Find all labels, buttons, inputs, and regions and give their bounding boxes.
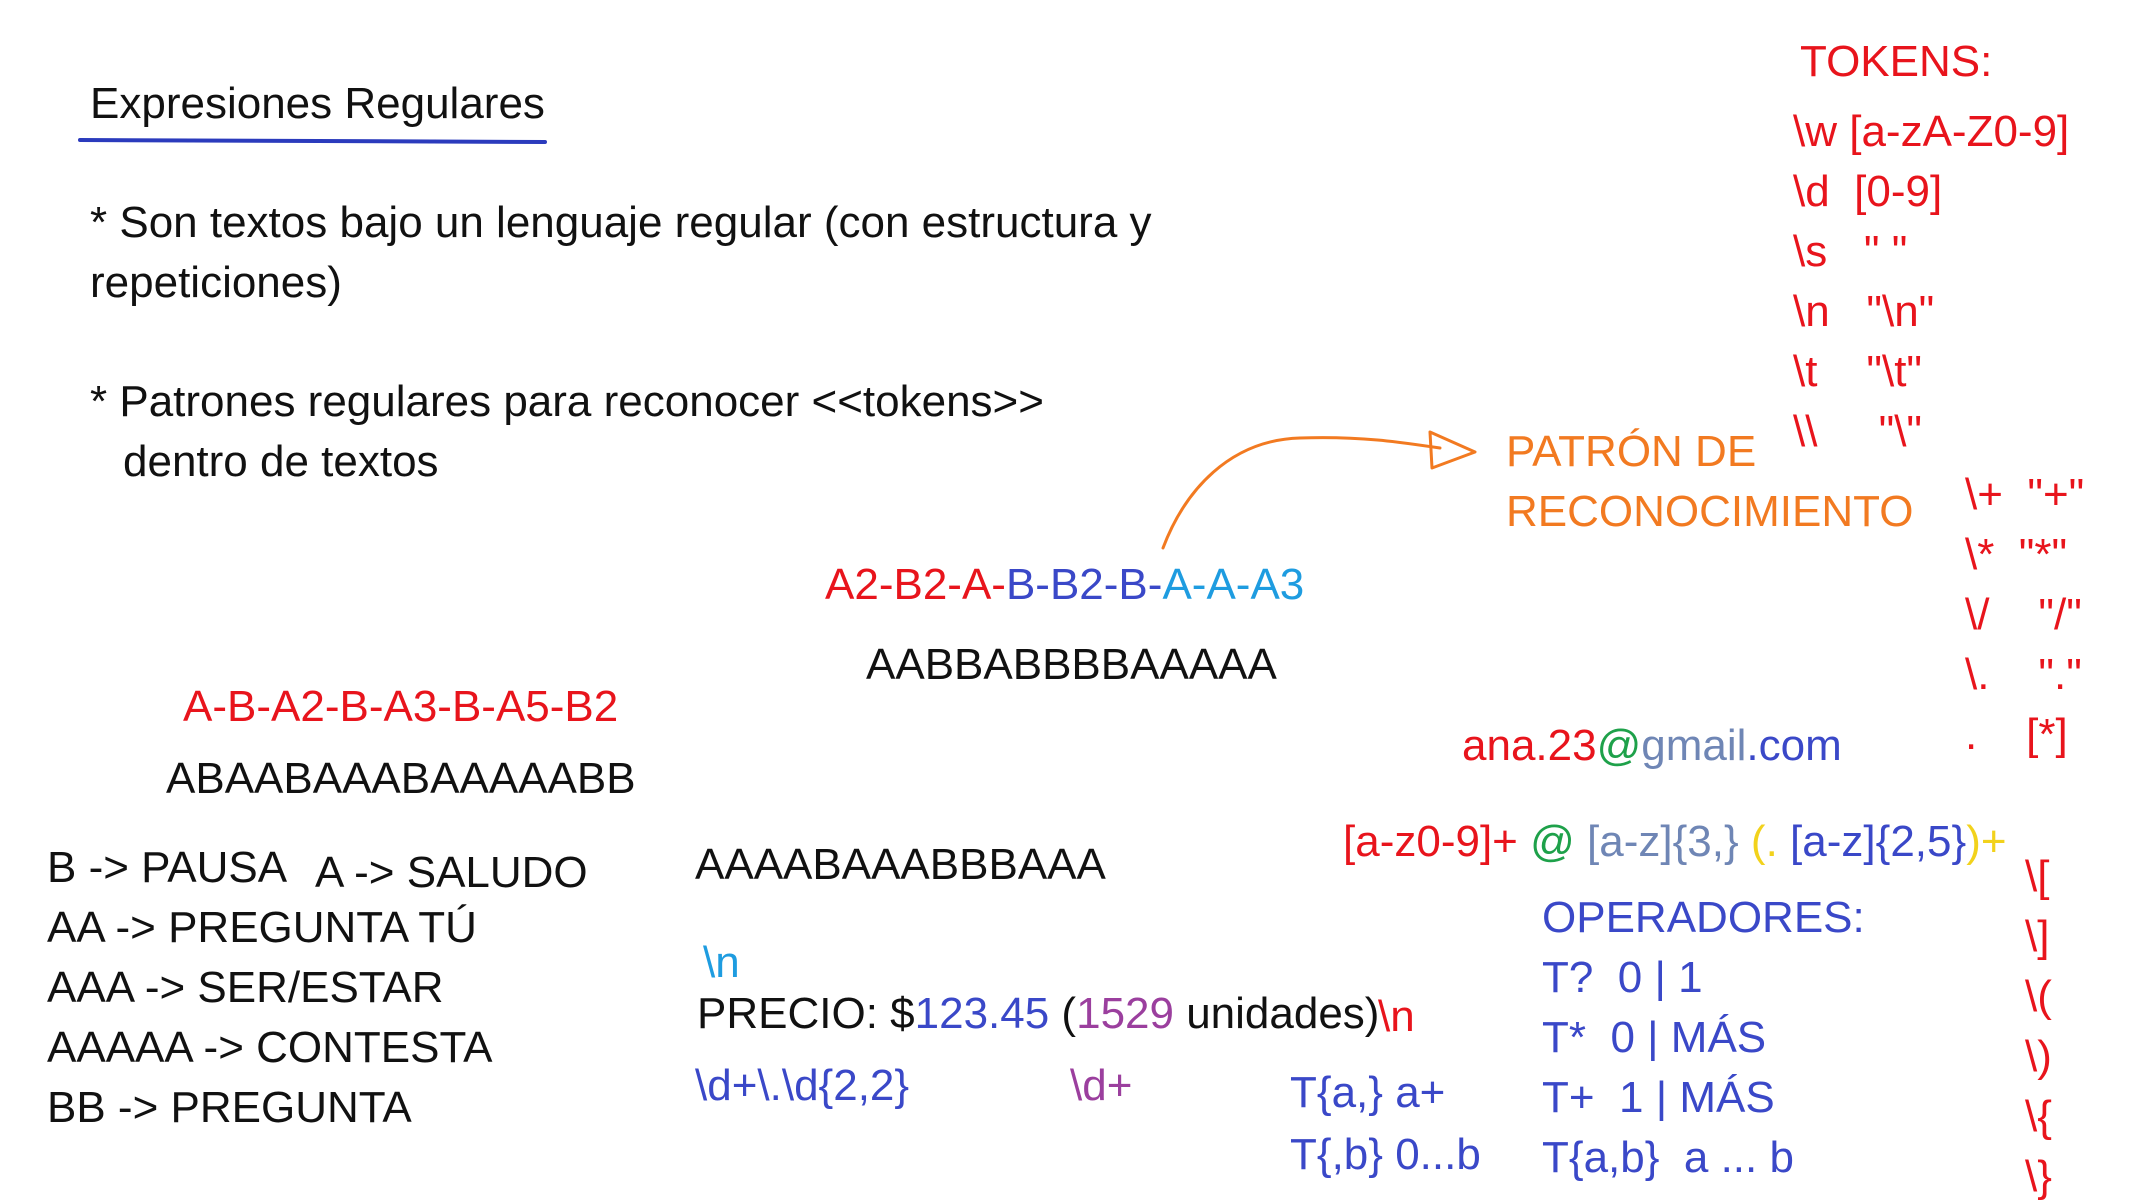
bullet-2-line-2: dentro de textos: [123, 437, 439, 486]
email-regex-close: )+: [1966, 817, 2007, 866]
email-regex: [a-z0-9]+ @ [a-z]{3,} (. [a-z]{2,5})+: [1343, 820, 2007, 864]
email-example: ana.23@gmail.com: [1462, 724, 1842, 768]
escape-close-bracket: \]: [2025, 912, 2050, 961]
sequence-center-cyan: A-A-A3: [1162, 560, 1305, 609]
price-newline-top: \n: [703, 938, 740, 987]
token-w: \w [a-zA-Z0-9]: [1793, 107, 2070, 156]
price-units: 1529: [1076, 989, 1174, 1038]
pattern-label-line-1: PATRÓN DE: [1506, 427, 1757, 476]
legend-pregunta: BB -> PREGUNTA: [47, 1083, 412, 1132]
token-n: \n "\n": [1793, 287, 1935, 336]
email-domain: gmail: [1641, 721, 1747, 770]
legend-pregunta-tu: AA -> PREGUNTA TÚ: [47, 903, 477, 952]
escape-plus: \+ "+": [1965, 470, 2085, 519]
quantifier-zero-b: T{,b} 0...b: [1290, 1130, 1481, 1179]
price-units-text: unidades): [1173, 989, 1380, 1038]
email-regex-user: [a-z0-9]+: [1343, 817, 1518, 866]
token-s: \s " ": [1793, 227, 1908, 276]
price-regex-units: \d+: [1070, 1061, 1133, 1110]
sequence-left-tokens: A-B-A2-B-A3-B-A5-B2: [183, 682, 619, 731]
sequence-center-red: A2-B2-A-: [825, 560, 1006, 609]
token-backslash: \\ "\": [1793, 407, 1923, 456]
email-regex-dot: .: [1765, 817, 1778, 866]
dot-any: . [*]: [1965, 710, 2068, 759]
bullet-1-line-2: repeticiones): [90, 258, 342, 307]
escape-star: \* "*": [1965, 530, 2068, 579]
arrow-head-icon: [1428, 430, 1477, 470]
email-at: @: [1596, 721, 1642, 770]
page-title: Expresiones Regulares: [90, 79, 545, 128]
token-d: \d [0-9]: [1793, 167, 1943, 216]
escape-close-paren: \): [2025, 1032, 2052, 1081]
operator-plus: T+ 1 | MÁS: [1542, 1073, 1775, 1122]
operator-range: T{a,b} a ... b: [1542, 1133, 1794, 1182]
escape-close-brace: \}: [2025, 1152, 2052, 1201]
bullet-1-line-1: * Son textos bajo un lenguaje regular (c…: [90, 198, 1152, 247]
email-regex-open: (: [1750, 817, 1766, 866]
arrow-curve: [1161, 436, 1442, 550]
escape-slash: \/ "/": [1965, 590, 2082, 639]
email-regex-at: @: [1530, 817, 1575, 866]
legend-ser-estar: AAA -> SER/ESTAR: [47, 963, 444, 1012]
price-newline-end: \n: [1378, 992, 1415, 1041]
sequence-center-raw: AABBABBBBAAAAA: [866, 640, 1277, 689]
price-amount: 123.45: [914, 989, 1050, 1038]
operators-heading: OPERADORES:: [1542, 893, 1865, 942]
token-t: \t "\t": [1793, 347, 1923, 396]
escape-dot: \. ".": [1965, 650, 2082, 699]
email-user: ana.23: [1462, 721, 1597, 770]
quantifier-a-plus: T{a,} a+: [1290, 1068, 1446, 1117]
sequence-third: AAAABAAABBBAAA: [695, 840, 1106, 889]
escape-open-bracket: \[: [2025, 852, 2050, 901]
email-regex-domain: [a-z]{3,}: [1587, 817, 1739, 866]
price-line: PRECIO: $123.45 (1529 unidades): [697, 992, 1379, 1036]
escape-open-brace: \{: [2025, 1092, 2052, 1141]
operator-star: T* 0 | MÁS: [1542, 1013, 1767, 1062]
legend-pausa: B -> PAUSA: [47, 843, 288, 892]
legend-contesta: AAAAA -> CONTESTA: [47, 1023, 493, 1072]
price-open-paren: (: [1049, 989, 1077, 1038]
escape-open-paren: \(: [2025, 972, 2052, 1021]
email-regex-tld: [a-z]{2,5}: [1790, 817, 1967, 866]
pattern-label-line-2: RECONOCIMIENTO: [1506, 487, 1914, 536]
sequence-center-blue: B-B2-B-: [1005, 560, 1163, 609]
title-underline: [78, 138, 547, 144]
operator-optional: T? 0 | 1: [1542, 953, 1703, 1002]
tokens-heading: TOKENS:: [1800, 37, 1993, 86]
legend-saludo: A -> SALUDO: [315, 848, 588, 897]
sequence-center-tokens: A2-B2-A-B-B2-B-A-A-A3: [825, 563, 1304, 607]
sequence-left-raw: ABAABAAABAAAAABB: [166, 754, 636, 803]
email-tld: .com: [1746, 721, 1842, 770]
bullet-2-line-1: * Patrones regulares para reconocer <<to…: [90, 377, 1044, 426]
price-regex-amount: \d+\.\d{2,2}: [695, 1061, 910, 1110]
price-label: PRECIO: $: [697, 989, 915, 1038]
